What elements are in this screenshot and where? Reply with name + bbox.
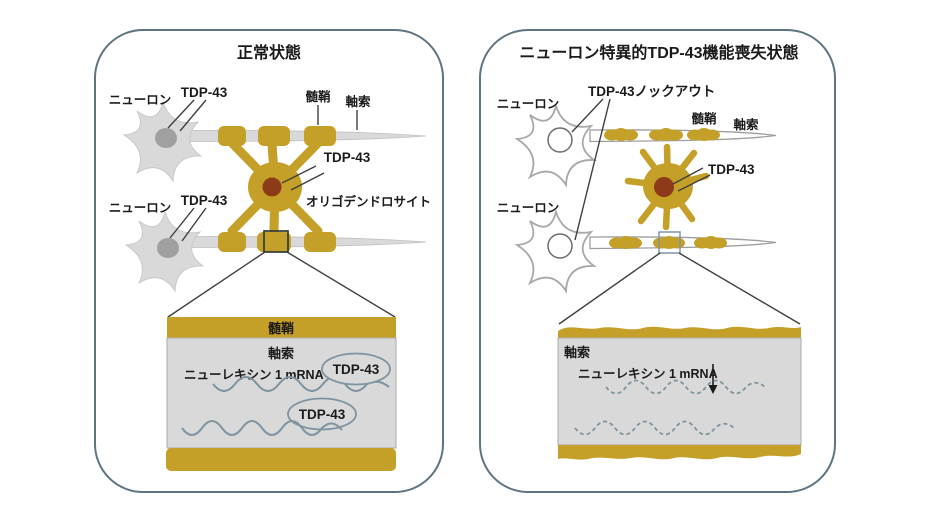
oligo-tdp43-label: TDP-43 (708, 162, 755, 177)
mrna-wave (212, 376, 390, 392)
myelin-label: 髄鞘 (305, 89, 331, 104)
expansion-line (286, 251, 396, 318)
inset-mrna-label: ニューレキシン 1 mRNA (184, 368, 324, 382)
tdp43-oval2-text: TDP-43 (299, 407, 346, 422)
myelin-segments-axon2 (609, 236, 727, 249)
oligodendrocyte-label: オリゴデンドロサイト (306, 194, 431, 209)
myelin-segments-axon2 (218, 232, 336, 252)
neuron-nucleus-outline (547, 233, 573, 259)
left-panel-title: 正常状態 (237, 43, 301, 62)
neuron1-label: ニューロン (109, 93, 172, 107)
inset-axon-label: 軸索 (268, 346, 294, 361)
inset-myelin-band-bottom (166, 448, 396, 471)
expansion-line (558, 252, 661, 325)
axon-label: 軸索 (733, 117, 759, 132)
pointer-lines-left (167, 99, 358, 242)
myelin-segment (258, 126, 290, 146)
neuron2-label: ニューロン (497, 201, 560, 215)
mrna-wave-dashed (574, 420, 736, 436)
myelin-segment (604, 128, 638, 141)
zoom-region-box (658, 231, 681, 254)
myelin-segment (609, 236, 642, 249)
mrna-wave (181, 420, 343, 436)
neuron1-tdp43-label: TDP-43 (181, 85, 228, 100)
myelin-segment (653, 236, 685, 249)
inset-myelin-label: 髄鞘 (268, 321, 294, 336)
right-panel-title: ニューロン特異的TDP-43機能喪失状態 (519, 43, 798, 62)
mrna-wave-dashed (605, 379, 767, 395)
inset-axon-label: 軸索 (564, 345, 590, 360)
expansion-line (678, 252, 801, 325)
decrease-arrow (708, 364, 718, 394)
axon-label: 軸索 (345, 94, 371, 109)
neuron2-label: ニューロン (109, 201, 172, 215)
inset-myelin-band-top (167, 317, 396, 338)
oligo-tdp43-label: TDP-43 (324, 150, 371, 165)
left-inset: 髄鞘 軸索 ニューレキシン 1 mRNA TDP-43 TDP-43 (166, 317, 397, 471)
myelin-segment (687, 128, 720, 141)
myelin-segment (649, 128, 683, 141)
myelin-segment (218, 126, 246, 146)
knockout-label: TDP-43ノックアウト (588, 84, 715, 99)
neuron2-tdp43-label: TDP-43 (181, 193, 228, 208)
tdp43-oval1-text: TDP-43 (333, 362, 380, 377)
expansion-line (167, 251, 266, 318)
myelin-label: 髄鞘 (691, 111, 717, 126)
myelin-segment (218, 232, 246, 252)
zoom-region-box (263, 230, 289, 253)
neuron-nucleus-outline (547, 127, 573, 153)
myelin-segments-axon1 (604, 128, 720, 141)
neuron-nucleus (157, 238, 179, 258)
left-panel: 正常状態 (94, 29, 444, 493)
neuron1-label: ニューロン (497, 97, 560, 111)
myelin-segment (304, 232, 336, 252)
inset-myelin-band-top (558, 326, 801, 338)
oligodendrocyte-nucleus (654, 177, 674, 197)
right-inset: 軸索 ニューレキシン 1 mRNA (557, 326, 802, 460)
oligodendrocyte-nucleus (262, 177, 282, 197)
right-panel: ニューロン特異的TDP-43機能喪失状態 (479, 29, 836, 493)
pointer-lines-right (571, 98, 711, 241)
myelin-segment (304, 126, 336, 146)
myelin-segment (257, 232, 291, 252)
inset-myelin-band-bottom (558, 445, 801, 460)
myelin-segments-axon1 (218, 126, 336, 146)
neuron-nucleus (155, 128, 177, 148)
tdp43-oval (321, 352, 391, 386)
inset-axon-area (557, 337, 802, 446)
myelin-segment (694, 236, 727, 249)
inset-mrna-label: ニューレキシン 1 mRNA (578, 367, 718, 381)
